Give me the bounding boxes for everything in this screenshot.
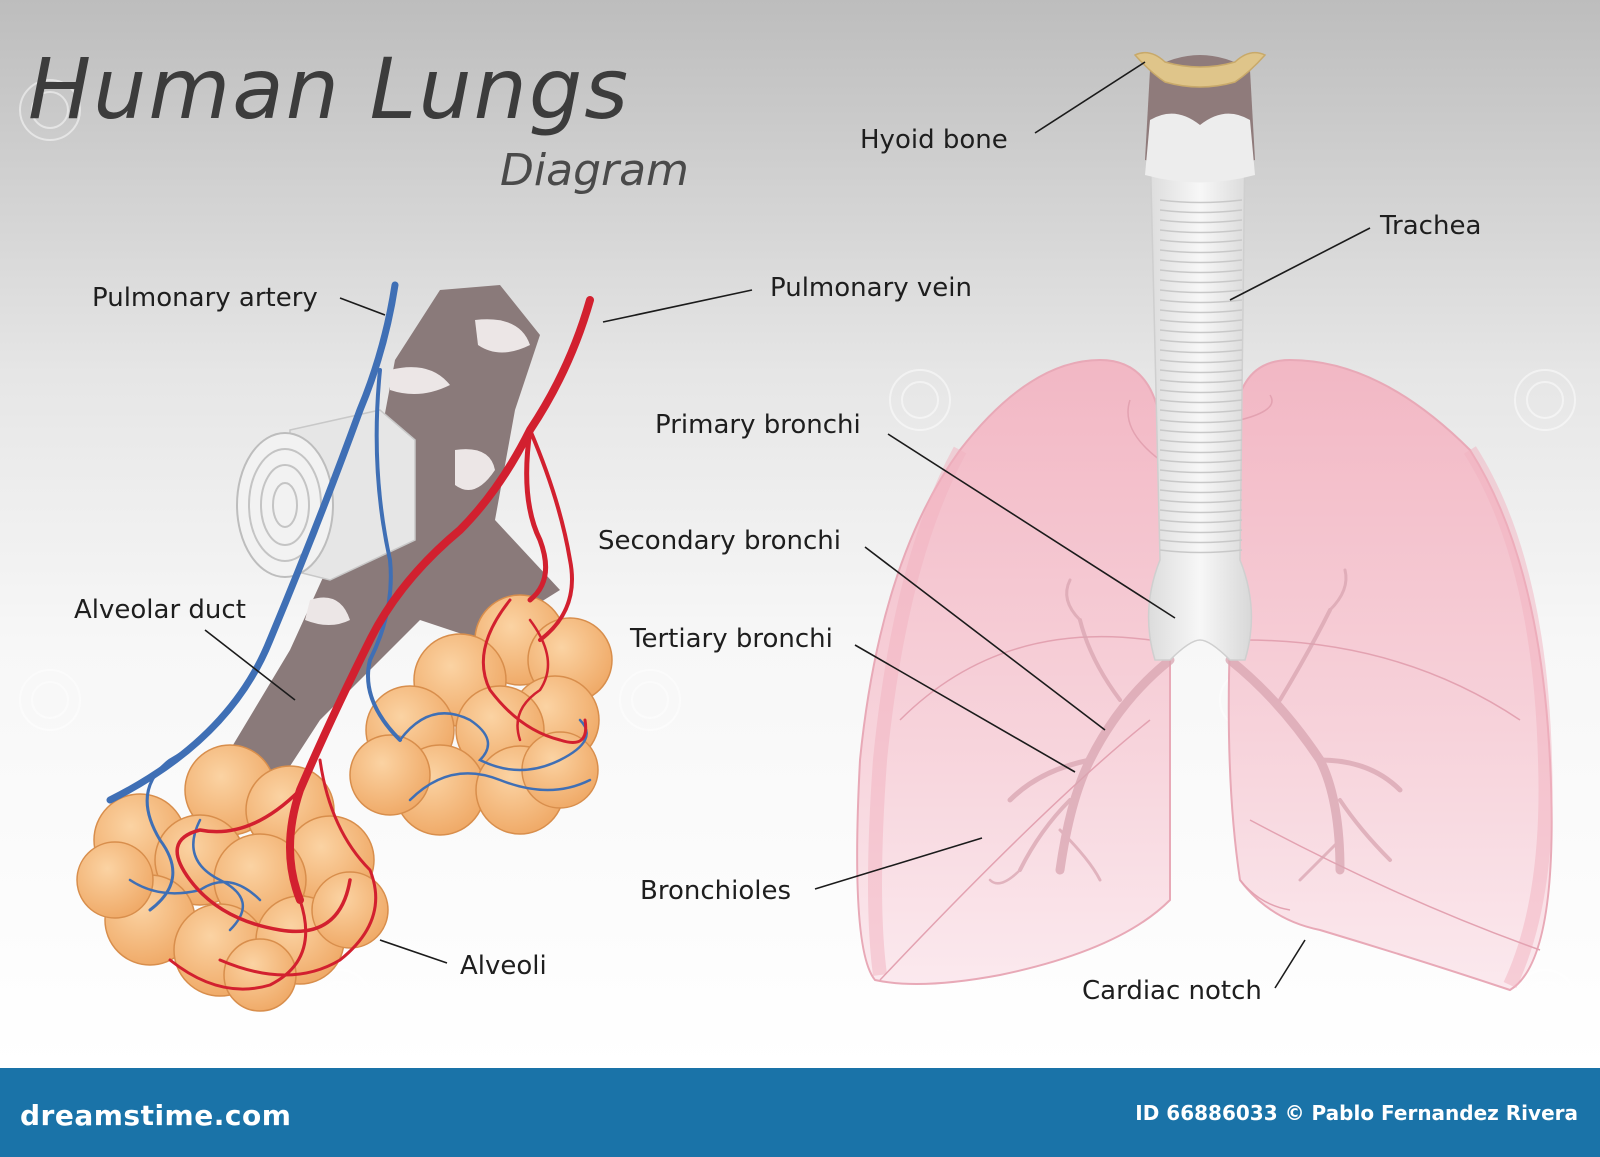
trachea-ring (1159, 529, 1243, 534)
trachea-ring (1159, 309, 1243, 314)
trachea-ring (1159, 359, 1243, 364)
trachea-ring (1159, 519, 1243, 524)
footer-site: dreamstime.com (20, 1099, 291, 1132)
trachea-tube (1147, 139, 1253, 661)
label-primary-bronchi: Primary bronchi (655, 410, 861, 440)
bronchial-tree (988, 568, 1403, 885)
trachea-ring (1159, 209, 1243, 214)
footer-bar (0, 1068, 1600, 1157)
label-alveolar-duct: Alveolar duct (74, 595, 246, 625)
trachea-ring (1159, 249, 1243, 254)
label-pulmonary-artery: Pulmonary artery (92, 283, 318, 313)
trachea-ring (1159, 239, 1243, 244)
lobe-fissures (879, 394, 1541, 981)
label-tertiary-bronchi: Tertiary bronchi (629, 624, 833, 654)
label-alveoli: Alveoli (460, 951, 547, 981)
trachea-ring (1159, 539, 1243, 544)
trachea-ring (1159, 549, 1243, 554)
trachea-ring (1159, 229, 1243, 234)
trachea-ring (1159, 489, 1243, 494)
label-bronchioles: Bronchioles (640, 876, 791, 906)
trachea-ring (1159, 439, 1243, 444)
trachea-ring (1159, 509, 1243, 514)
alveoli-illustration (76, 281, 613, 1012)
label-trachea: Trachea (1379, 211, 1481, 241)
trachea-ring (1159, 499, 1243, 504)
trachea-ring (1159, 419, 1243, 424)
trachea-ring (1159, 469, 1243, 474)
pulmonary-artery-vessel (106, 281, 592, 932)
label-secondary-bronchi: Secondary bronchi (598, 526, 841, 556)
trachea-ring (1159, 339, 1243, 344)
trachea-ring (1159, 399, 1243, 404)
trachea-ring (1159, 269, 1243, 274)
title-main: Human Lungs (28, 40, 630, 138)
footer-credit: ID 66886033 © Pablo Fernandez Rivera (1135, 1101, 1578, 1125)
hyoid-bone-shape (1133, 51, 1267, 88)
leader-lines (204, 61, 1371, 989)
title-sub: Diagram (500, 145, 689, 196)
label-pulmonary-vein: Pulmonary vein (770, 273, 972, 303)
lungs-illustration (856, 51, 1553, 992)
trachea-ring (1159, 219, 1243, 224)
trachea-ring (1159, 389, 1243, 394)
trachea-ring (1159, 369, 1243, 374)
trachea-ring (1159, 459, 1243, 464)
trachea-ring (1159, 319, 1243, 324)
trachea-ring (1159, 259, 1243, 264)
trachea-ring (1159, 289, 1243, 294)
trachea-ring (1159, 449, 1243, 454)
trachea-ring (1159, 479, 1243, 484)
trachea-ring (1159, 429, 1243, 434)
trachea-ring (1159, 349, 1243, 354)
trachea-ring (1159, 409, 1243, 414)
trachea-ring (1159, 199, 1243, 204)
pulmonary-vein-vessel (168, 296, 594, 991)
trachea-ring (1159, 329, 1243, 334)
trachea-ring (1159, 299, 1243, 304)
label-cardiac-notch: Cardiac notch (1082, 976, 1262, 1006)
trachea-ring (1159, 379, 1243, 384)
label-hyoid-bone: Hyoid bone (860, 125, 1008, 155)
trachea-ring (1159, 279, 1243, 284)
